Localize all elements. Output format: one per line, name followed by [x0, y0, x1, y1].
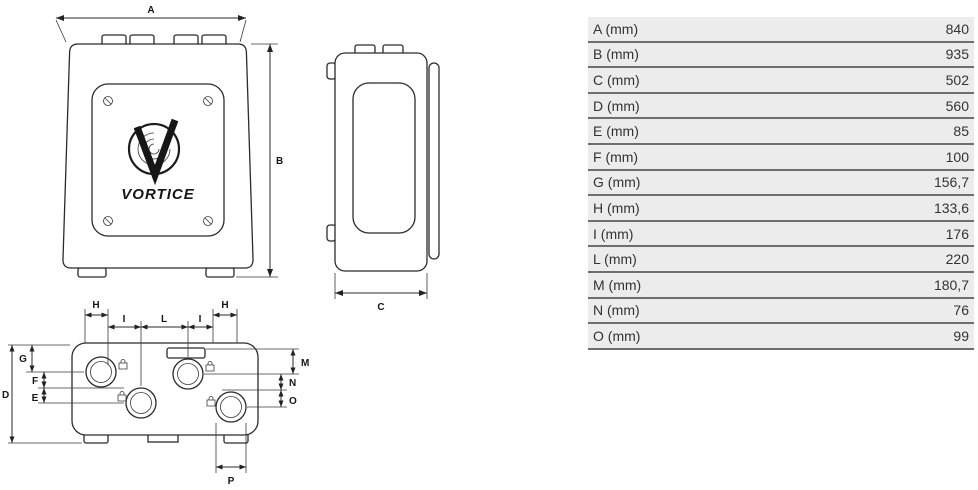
table-row: M (mm) 180,7 [588, 272, 974, 299]
table-row: C (mm) 502 [588, 68, 974, 94]
table-row: D (mm) 560 [588, 93, 974, 120]
dim-row-label: D (mm) [593, 97, 640, 114]
table-row: F (mm) 100 [588, 144, 974, 171]
dim-label-o: O [289, 396, 297, 407]
dim-row-value: 502 [945, 71, 969, 88]
dim-row-label: F (mm) [593, 148, 639, 165]
side-view-drawing: C [326, 44, 440, 313]
dim-row-label: I (mm) [593, 225, 634, 242]
dim-row-label: A (mm) [593, 20, 639, 37]
table-row: H (mm) 133,6 [588, 196, 974, 222]
dim-label-g: G [19, 354, 27, 365]
dim-h-right: H [213, 300, 238, 343]
dim-row-value: 76 [953, 302, 969, 319]
table-row: B (mm) 935 [588, 42, 974, 69]
duct-port [215, 391, 247, 423]
dim-row-value: 176 [945, 225, 969, 242]
dim-label-b: B [276, 156, 283, 167]
dim-row-label: N (mm) [593, 302, 640, 319]
table-row: A (mm) 840 [588, 17, 974, 43]
dim-row-label: B (mm) [593, 46, 639, 63]
dim-i-left: I [108, 314, 142, 386]
dim-row-label: G (mm) [593, 174, 641, 191]
vortice-logo: VORTICE [121, 118, 194, 203]
duct-port [85, 356, 117, 388]
dim-row-label: E (mm) [593, 123, 639, 140]
dim-d: D [2, 344, 82, 444]
dim-o: O [247, 390, 297, 408]
dim-p: P [215, 423, 247, 487]
dim-row-label: O (mm) [593, 327, 641, 344]
dim-label-l: L [161, 314, 167, 325]
dim-row-value: 85 [953, 123, 969, 140]
latch-icon [118, 359, 128, 370]
dim-row-value: 935 [945, 46, 969, 63]
duct-port [172, 358, 204, 390]
table-row: I (mm) 176 [588, 221, 974, 248]
brand-wordmark: VORTICE [121, 186, 194, 203]
latch-icon [205, 361, 215, 372]
dim-i-right: I [188, 309, 214, 343]
latch-icon [117, 391, 127, 402]
dim-g: G [19, 345, 84, 373]
dim-label-i: I [199, 314, 202, 325]
dimension-table: A (mm) 840 B (mm) 935 C (mm) 502 D (mm) … [588, 17, 974, 350]
table-row: N (mm) 76 [588, 298, 974, 325]
duct-port [125, 387, 157, 419]
dim-label-a: A [147, 5, 154, 16]
dim-row-value: 99 [953, 327, 969, 344]
dim-e: E [32, 388, 124, 404]
dim-h-left: H [84, 300, 109, 365]
dim-row-value: 840 [945, 20, 969, 37]
side-body [326, 44, 440, 272]
table-row: O (mm) 99 [588, 324, 974, 350]
dim-row-value: 156,7 [933, 174, 969, 191]
dim-b: B [236, 43, 283, 278]
front-view-drawing: A VORTICE B [55, 5, 283, 278]
dim-label-f: F [32, 376, 38, 387]
dim-row-value: 100 [945, 148, 969, 165]
dim-label-n: N [289, 378, 296, 389]
dim-f: F [32, 372, 124, 389]
latch-icon [206, 396, 216, 407]
dim-a: A [55, 5, 247, 43]
dim-n: N [222, 374, 296, 391]
table-row: L (mm) 220 [588, 247, 974, 273]
dim-row-label: H (mm) [593, 199, 640, 216]
dim-row-value: 220 [945, 251, 969, 268]
dim-row-label: L (mm) [593, 251, 637, 268]
dim-row-label: M (mm) [593, 276, 642, 293]
dim-c: C [334, 273, 428, 313]
dim-label-d: D [2, 390, 9, 401]
panel-screws [103, 96, 213, 226]
dim-row-label: C (mm) [593, 71, 640, 88]
dim-label-h: H [221, 300, 228, 311]
bottom-view-drawing: H I L I H D G F E [2, 300, 309, 487]
dim-row-value: 133,6 [933, 199, 969, 216]
dim-label-c: C [377, 302, 384, 313]
dim-label-i: I [123, 314, 126, 325]
dim-row-value: 180,7 [933, 276, 969, 293]
dim-label-p: P [228, 476, 235, 487]
dim-label-h: H [92, 300, 99, 311]
bottom-body [71, 342, 259, 444]
front-body: VORTICE [62, 34, 254, 278]
dim-row-value: 560 [945, 97, 969, 114]
table-row: E (mm) 85 [588, 119, 974, 145]
dim-label-m: M [301, 358, 309, 369]
table-row: G (mm) 156,7 [588, 170, 974, 197]
dim-label-e: E [32, 393, 39, 404]
